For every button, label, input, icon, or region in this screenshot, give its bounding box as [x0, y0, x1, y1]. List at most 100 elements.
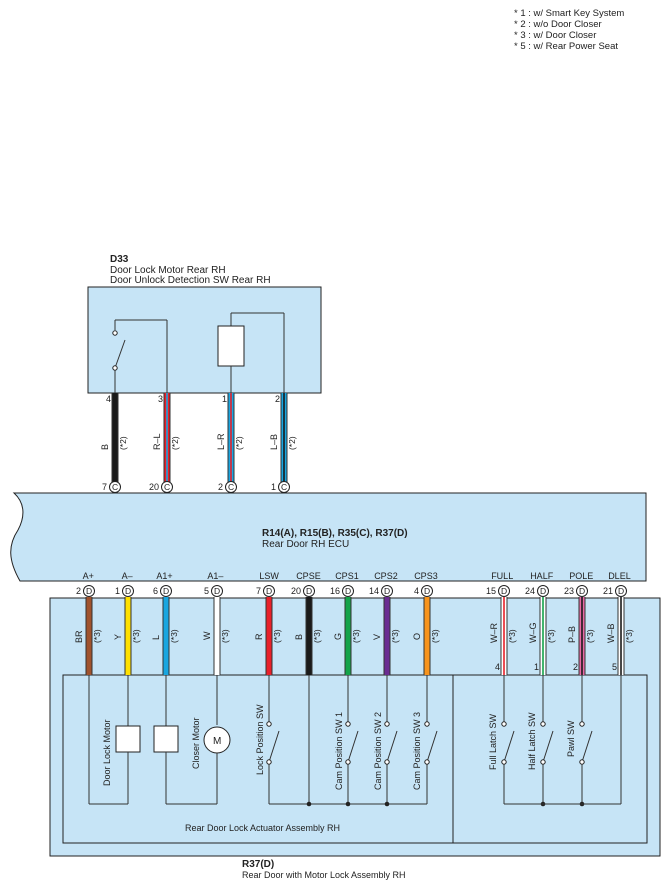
- bottom-wire-1-ecu-connector-letter: D: [86, 586, 92, 596]
- bottom-wire-1-terminal: A+: [83, 571, 94, 581]
- d33-ecu-wires: 4B(*2)C7LSW3R–L(*2)C20CPSE1L–R(*2)C2A+2L…: [100, 393, 297, 507]
- half-latch-sw-label: Half Latch SW: [527, 712, 537, 770]
- bottom-wire-12-ecu-pin: 23: [564, 586, 574, 596]
- bottom-wire-5-ecu-connector-letter: D: [266, 586, 272, 596]
- top-wire-2-ecu-connector-letter: C: [164, 482, 170, 492]
- top-wire-2-note: (*2): [170, 436, 180, 450]
- d33-box: [87, 286, 322, 394]
- bottom-wire-12-r37-pin: 2: [573, 662, 578, 672]
- bottom-wire-4-color-label: W: [202, 631, 212, 640]
- bottom-wire-13-ecu-connector-letter: D: [618, 586, 624, 596]
- bottom-wire-7-ecu-connector: [342, 585, 354, 597]
- bottom-wire-12-note: (*3): [585, 629, 595, 643]
- bottom-wire-1-note: (*3): [92, 629, 102, 643]
- top-wire-4-ecu-connector-letter: C: [281, 482, 287, 492]
- bottom-wire-3-color-label: L: [151, 635, 161, 640]
- cam-sw-3-label: Cam Position SW 3: [412, 712, 422, 790]
- ecu-box: [10, 492, 647, 582]
- ecu-code: R14(A), R15(B), R35(C), R37(D): [262, 528, 408, 539]
- bottom-wire-12-terminal: POLE: [569, 571, 593, 581]
- bottom-wire-5-color-label: R: [254, 633, 264, 640]
- bottom-wire-4-terminal: A1–: [207, 571, 223, 581]
- actuator-name: Rear Door Lock Actuator Assembly RH: [185, 823, 340, 833]
- bottom-wire-13-color-label: W–B: [606, 623, 616, 643]
- bottom-wire-8-ecu-pin: 14: [369, 586, 379, 596]
- top-wire-2-ecu-pin: 20: [149, 482, 159, 492]
- bottom-wire-1-ecu-connector: [83, 585, 95, 597]
- top-wire-1-ecu-connector-letter: C: [112, 482, 118, 492]
- bottom-wire-4-ecu-connector-letter: D: [214, 586, 220, 596]
- bottom-wire-10-stripe: [503, 597, 505, 675]
- top-wire-2-stripe: [166, 393, 168, 482]
- bottom-wire-6-ecu-connector: [303, 585, 315, 597]
- latch-box: [452, 674, 648, 844]
- bottom-wire-5-core: [266, 597, 272, 675]
- ecu-r37-wires: A+D2BR(*3)A–D1Y(*3)A1+D6L(*3)A1–D5W(*3)L…: [74, 571, 634, 675]
- top-wire-2-color-label: R–L: [152, 433, 162, 450]
- bottom-wire-4-ecu-connector: [211, 585, 223, 597]
- full-latch-sw-label: Full Latch SW: [488, 713, 498, 770]
- bottom-wire-3-terminal: A1+: [156, 571, 172, 581]
- bottom-wire-9-core: [424, 597, 430, 675]
- bottom-wire-5-ecu-connector: [263, 585, 275, 597]
- bottom-wire-11-ecu-connector-letter: D: [540, 586, 546, 596]
- r37-box: [49, 597, 661, 857]
- bottom-wire-9-note: (*3): [430, 629, 440, 643]
- bottom-wire-11-ecu-connector: [537, 585, 549, 597]
- d33-name-1: Door Lock Motor Rear RH: [110, 265, 226, 276]
- bottom-wire-13-stripe: [620, 597, 622, 675]
- bottom-wire-12-ecu-connector: [576, 585, 588, 597]
- bottom-wire-8-terminal: CPS2: [374, 571, 398, 581]
- bottom-wire-2-color-label: Y: [113, 634, 123, 640]
- bottom-wire-7-ecu-pin: 16: [330, 586, 340, 596]
- bottom-wire-9-terminal: CPS3: [414, 571, 438, 581]
- r37-code: R37(D): [242, 859, 274, 870]
- top-wire-4-stripe: [283, 393, 285, 482]
- bottom-wire-10-ecu-pin: 15: [486, 586, 496, 596]
- ecu-name: Rear Door RH ECU: [262, 539, 349, 550]
- bottom-wire-6-ecu-pin: 20: [291, 586, 301, 596]
- bottom-wire-7-note: (*3): [351, 629, 361, 643]
- bottom-wire-6-terminal: CPSE: [296, 571, 321, 581]
- closer-motor-label: Closer Motor: [191, 717, 201, 769]
- bottom-wire-7-ecu-connector-letter: D: [345, 586, 351, 596]
- top-wire-3-stripe: [230, 393, 232, 482]
- bottom-wire-10-ecu-connector-letter: D: [501, 586, 507, 596]
- bottom-wire-8-color-label: V: [372, 634, 382, 640]
- bottom-wire-13-terminal: DLEL: [608, 571, 631, 581]
- bottom-wire-11-color-label: W–G: [528, 622, 538, 643]
- bottom-wire-9-ecu-connector-letter: D: [424, 586, 430, 596]
- d33-unlock-switch: [112, 319, 168, 393]
- bottom-wire-10-r37-pin: 4: [495, 662, 500, 672]
- bottom-wire-12-color-label: P–B: [567, 626, 577, 643]
- d33-code: D33: [110, 254, 129, 265]
- bottom-wire-13-note: (*3): [624, 629, 634, 643]
- latch-circuit: [501, 675, 622, 807]
- bottom-wire-4-ecu-pin: 5: [204, 586, 209, 596]
- legend-notes: * 1 : w/ Smart Key System * 2 : w/o Door…: [514, 8, 624, 52]
- bottom-wire-11-ecu-pin: 24: [525, 586, 535, 596]
- top-wire-2-pin: 3: [158, 394, 163, 404]
- bottom-wire-8-ecu-connector: [381, 585, 393, 597]
- top-wire-3-note: (*2): [234, 436, 244, 450]
- top-wire-1-core: [112, 393, 118, 482]
- top-wire-3-ecu-connector-letter: C: [228, 482, 234, 492]
- bottom-wire-7-color-label: G: [333, 633, 343, 640]
- d33-lock-motor: [217, 312, 285, 393]
- bottom-wire-1-core: [86, 597, 92, 675]
- bottom-wire-1-color-label: BR: [74, 630, 84, 643]
- note-3: * 3 : w/ Door Closer: [514, 30, 596, 41]
- top-wire-1-ecu-pin: 7: [102, 482, 107, 492]
- top-wire-4-pin: 2: [275, 394, 280, 404]
- bottom-wire-2-ecu-pin: 1: [115, 586, 120, 596]
- bottom-wire-1-ecu-pin: 2: [76, 586, 81, 596]
- bottom-wire-6-color-label: B: [294, 634, 304, 640]
- bottom-wire-13-ecu-pin: 21: [603, 586, 613, 596]
- bottom-wire-3-note: (*3): [169, 629, 179, 643]
- top-wire-1-pin: 4: [106, 394, 111, 404]
- bottom-wire-4-note: (*3): [220, 629, 230, 643]
- bottom-wire-10-color-label: W–R: [489, 623, 499, 644]
- top-wire-1-color-label: B: [100, 444, 110, 450]
- note-1: * 1 : w/ Smart Key System: [514, 8, 624, 19]
